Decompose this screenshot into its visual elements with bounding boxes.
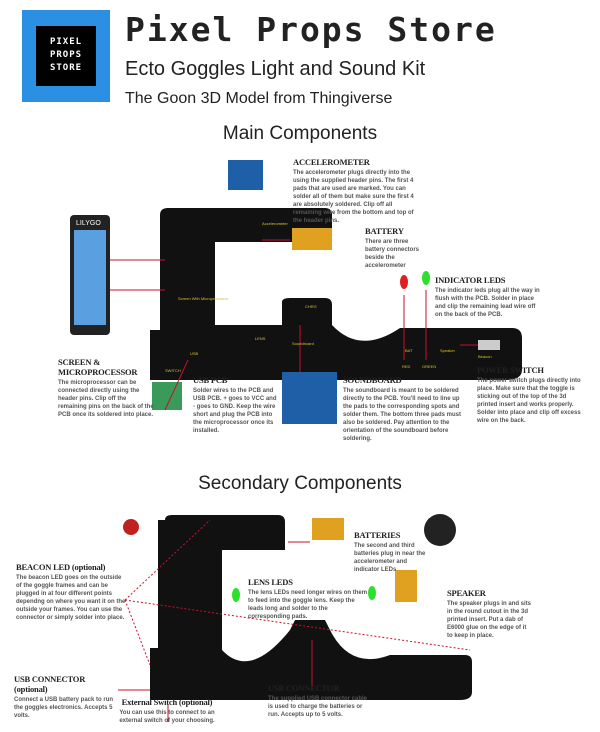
svg-text:BAT: BAT [405, 348, 413, 353]
svg-text:RED: RED [402, 364, 411, 369]
beacon-led-note: BEACON LED (optional)The beacon LED goes… [16, 562, 126, 621]
battery-3-image [395, 570, 417, 602]
external-switch-note: External Switch (optional)You can use th… [119, 697, 215, 724]
svg-text:CHRG: CHRG [305, 304, 317, 309]
svg-text:Speaker: Speaker [440, 348, 456, 353]
svg-text:LENS: LENS [255, 336, 266, 341]
svg-text:LILYGO: LILYGO [76, 220, 101, 227]
beacon-led-image [123, 519, 139, 535]
main-pcb [150, 208, 522, 380]
main-heading: Main Components [222, 123, 378, 144]
usb-connector-optional-note: USB CONNECTOR (optional)Connect a USB ba… [14, 674, 114, 719]
speaker-image [424, 514, 456, 546]
svg-text:Beacon: Beacon [478, 354, 492, 359]
kit-title: Ecto Goggles Light and Sound Kit [125, 58, 426, 80]
screen-display [74, 230, 106, 325]
red-led [400, 275, 408, 289]
store-title: Pixel Props Store [125, 10, 497, 49]
secondary-pcb [150, 515, 472, 700]
lens-led-left [232, 588, 240, 602]
svg-text:Soundboard: Soundboard [292, 341, 314, 346]
green-led [422, 271, 430, 285]
arrows [110, 239, 478, 722]
svg-text:SWITCH: SWITCH [165, 368, 181, 373]
soundboard-image [282, 372, 337, 424]
svg-text:GREEN: GREEN [422, 364, 436, 369]
svg-text:USB: USB [190, 351, 199, 356]
secondary-heading: Secondary Components [198, 473, 402, 494]
power-switch-image [478, 340, 500, 350]
svg-text:Accelerometer: Accelerometer [262, 221, 288, 226]
accelerometer-board [228, 160, 263, 190]
battery-2-image [312, 518, 344, 540]
svg-text:Screen With Microprocessor: Screen With Microprocessor [178, 296, 229, 301]
battery-image [292, 228, 332, 250]
lens-led-right [368, 586, 376, 600]
model-credit: The Goon 3D Model from Thingiverse [125, 90, 393, 107]
